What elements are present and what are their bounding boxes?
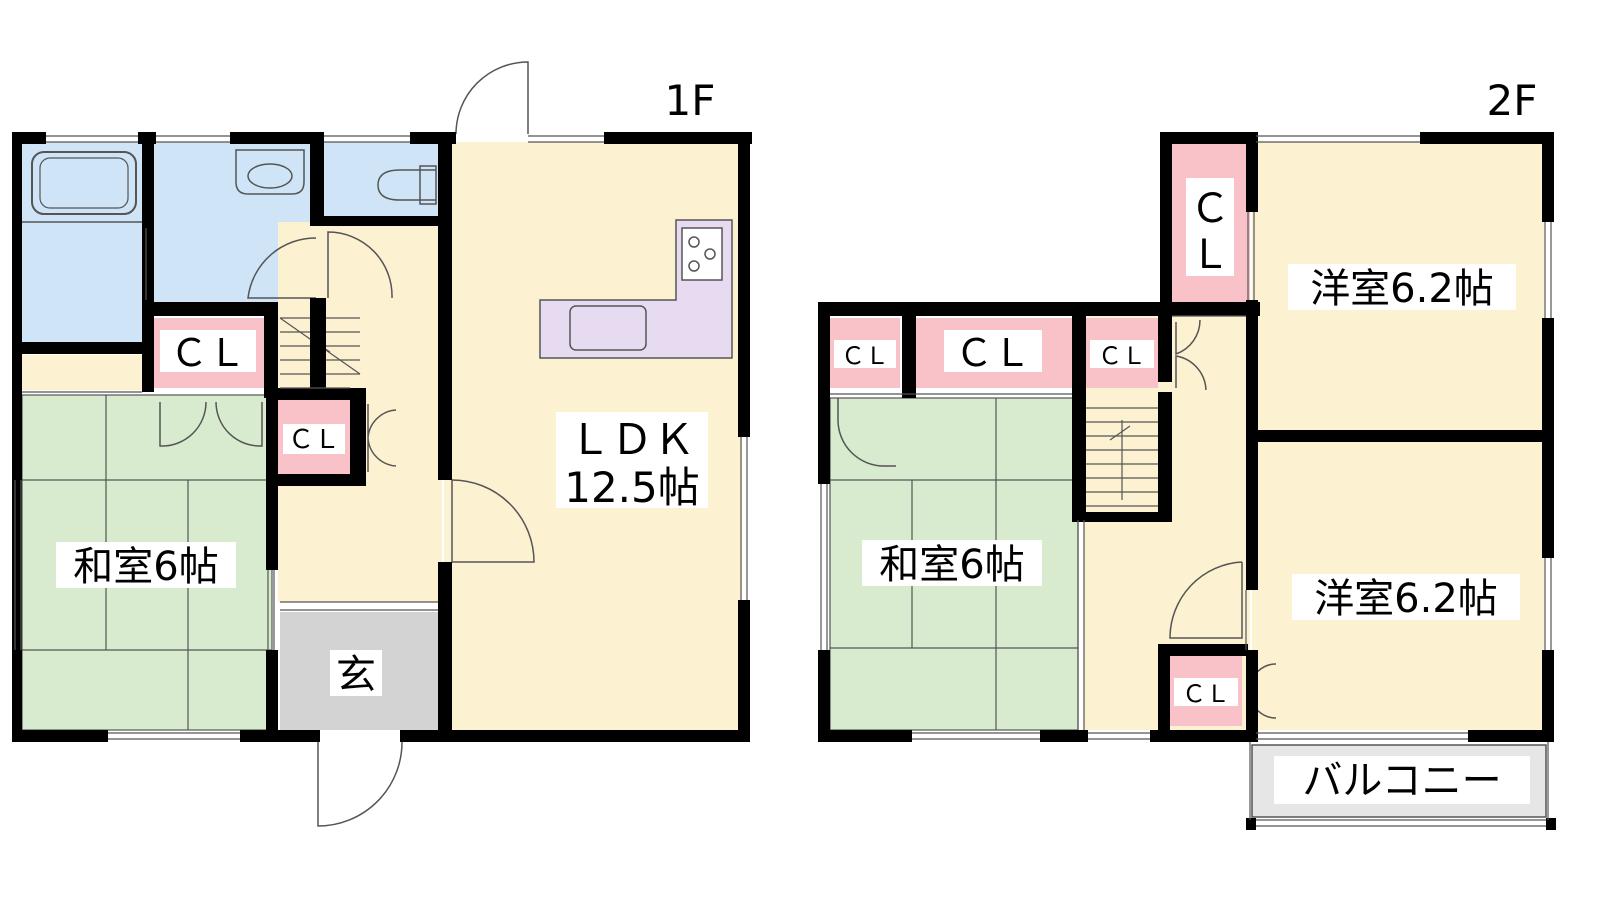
- burner-icon: [688, 236, 700, 248]
- windows-1f: [14, 135, 748, 740]
- cl-2f-d-label-bg: [1174, 678, 1238, 706]
- cl-1f-small-label: ＣＬ: [288, 425, 340, 455]
- cl-1f-small-label-bg: [283, 424, 345, 454]
- washitsu-2f-label-bg: [862, 540, 1042, 586]
- washitsu-1f-label: 和室6帖: [73, 544, 218, 590]
- yoshitsu-1-label-bg: [1288, 264, 1516, 310]
- walls-2f: [818, 132, 1556, 830]
- yoshitsu-2-label-bg: [1292, 574, 1520, 620]
- balcony-label-bg: [1274, 756, 1530, 804]
- cl-2f-a-label-bg: [834, 340, 896, 368]
- stove-icon: [681, 227, 723, 281]
- toilet-icon: [377, 169, 436, 201]
- bathroom: [22, 142, 142, 347]
- cl-2f-d-label: ＣＬ: [1182, 680, 1230, 708]
- cl-2f-c-label: ＣＬ: [1098, 342, 1146, 370]
- cl-2f-a-label: ＣＬ: [841, 342, 889, 370]
- cl-2f-b-label-bg: [944, 330, 1042, 372]
- washbasin-icon: [235, 149, 305, 195]
- burner-icon: [688, 260, 700, 272]
- yoshitsu-2-label: 洋室6.2帖: [1314, 576, 1498, 622]
- ldk-label: ＬＤＫ: [569, 415, 695, 464]
- bathtub-inner-icon: [39, 157, 129, 209]
- balcony-label: バルコニー: [1302, 758, 1501, 804]
- washitsu-1f-label-bg: [56, 542, 236, 588]
- yoshitsu-1-label: 洋室6.2帖: [1310, 266, 1494, 312]
- cl-2f-b-label: ＣＬ: [955, 331, 1031, 375]
- labels-1f: 1F ＬＤＫ 12.5帖 和室6帖 玄 ＣＬ ＣＬ: [56, 76, 715, 698]
- first-floor: 1F ＬＤＫ 12.5帖 和室6帖 玄 ＣＬ ＣＬ: [12, 61, 752, 827]
- burner-icon: [704, 248, 716, 260]
- ldk-label-bg: [556, 412, 708, 508]
- windows-2f: [820, 135, 1552, 827]
- sink-icon: [569, 305, 647, 351]
- cl-2f-c-label-bg: [1090, 340, 1154, 368]
- cl-2f-tall-label-bg: [1186, 178, 1234, 276]
- floor-title-1f: 1F: [665, 76, 716, 125]
- doors-1f: [159, 61, 535, 827]
- cl-1f-main-label: ＣＬ: [170, 331, 246, 375]
- walls-1f: [12, 132, 752, 742]
- genkan-label-bg: [330, 650, 382, 696]
- toilet: [316, 142, 438, 222]
- staircase-2f: [1086, 407, 1158, 507]
- floor-title-2f: 2F: [1487, 76, 1538, 125]
- labels-2f: 2F Ｃ Ｌ 洋室6.2帖 洋室6.2帖 和室6帖 ＣＬ ＣＬ ＣＬ ＣＬ バル…: [834, 76, 1537, 804]
- bathtub-icon: [31, 151, 137, 215]
- cl-1f-main-label-bg: [160, 330, 256, 372]
- genkan-label: 玄: [336, 652, 376, 698]
- cl-2f-tall-label-top: Ｃ: [1190, 186, 1230, 232]
- hall-strip: [22, 355, 146, 390]
- toilet-tank-icon: [419, 165, 437, 205]
- cl-2f-tall-label-bottom: Ｌ: [1190, 232, 1230, 278]
- ldk-size-label: 12.5帖: [564, 463, 700, 512]
- basin-bowl-icon: [247, 163, 293, 189]
- washitsu-2f-label: 和室6帖: [879, 542, 1024, 588]
- second-floor: 2F Ｃ Ｌ 洋室6.2帖 洋室6.2帖 和室6帖 ＣＬ ＣＬ ＣＬ ＣＬ バル…: [818, 76, 1556, 830]
